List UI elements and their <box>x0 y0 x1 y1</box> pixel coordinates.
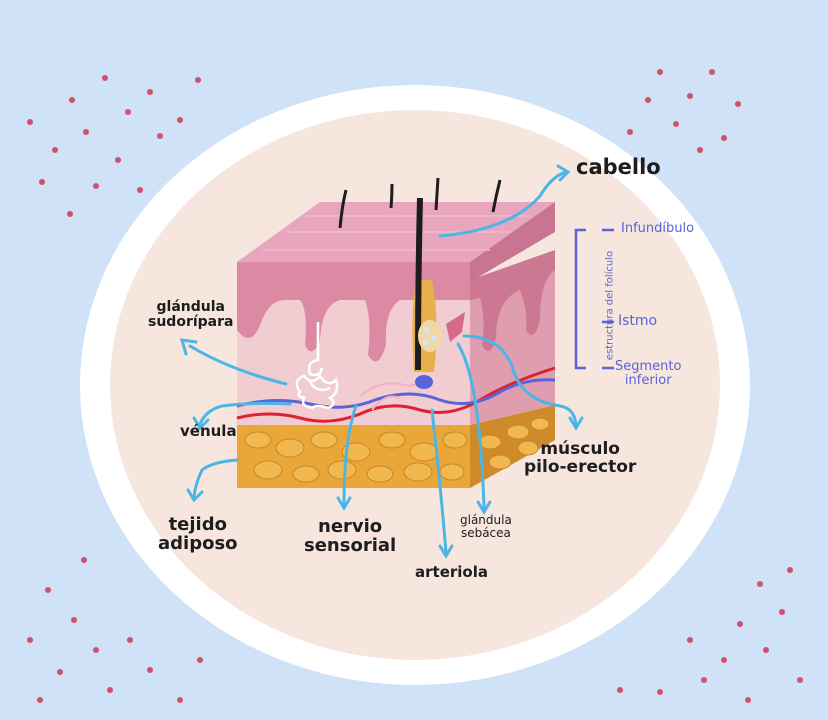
label-glandula-sudoripara: glándula sudorípara <box>148 300 233 329</box>
label-arteriola: arteriola <box>415 565 488 581</box>
label-glandula-sebacea: glándula sebácea <box>460 514 512 539</box>
label-segmento-inferior: Segmento inferior <box>615 360 681 387</box>
label-tejido-line2: adiposo <box>158 535 238 554</box>
label-nervio-sensorial: nervio sensorial <box>304 518 396 556</box>
label-istmo: Istmo <box>618 314 657 329</box>
label-segmento-line2: inferior <box>615 374 681 388</box>
label-musculo-line2: pilo-erector <box>524 459 636 477</box>
label-sebacea-line1: glándula <box>460 514 512 527</box>
label-glandula-sudoripara-line1: glándula <box>148 300 233 315</box>
label-tejido-adiposo: tejido adiposo <box>158 516 238 554</box>
label-nervio-line2: sensorial <box>304 537 396 556</box>
label-glandula-sudoripara-line2: sudorípara <box>148 315 233 330</box>
label-musculo-pilo-erector: músculo pilo-erector <box>524 441 636 477</box>
label-venula: vénula <box>180 424 237 440</box>
label-estructura-foliculo: estructura del folículo <box>605 250 616 362</box>
label-segmento-line1: Segmento <box>615 360 681 374</box>
label-cabello: cabello <box>576 156 661 178</box>
label-infundibulo: Infundíbulo <box>621 222 694 236</box>
label-sebacea-line2: sebácea <box>460 527 512 540</box>
